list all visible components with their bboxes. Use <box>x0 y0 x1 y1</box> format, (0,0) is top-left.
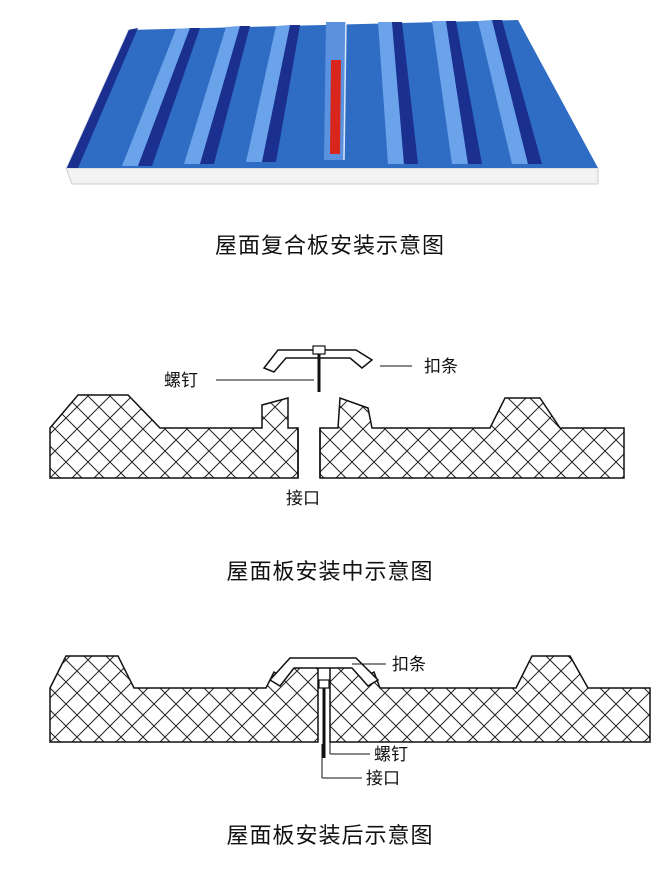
after-install-diagram: 扣条 螺钉 接口 <box>49 655 651 789</box>
joint-label-after: 接口 <box>366 769 400 789</box>
during-install-diagram: 螺钉 扣条 接口 <box>49 345 625 509</box>
caption-panel-3d: 屋面复合板安装示意图 <box>214 234 445 259</box>
caption-during-install: 屋面板安装中示意图 <box>226 560 434 585</box>
left-panel-after <box>49 655 319 743</box>
right-panel-after <box>329 655 651 743</box>
cap-strip-after <box>268 657 380 687</box>
sheet-ribs <box>66 20 542 168</box>
red-seal-strip <box>330 60 341 154</box>
foam-core <box>65 167 599 185</box>
panel-3d-illustration <box>65 20 599 185</box>
right-panel-during <box>319 396 625 479</box>
cap-label-after: 扣条 <box>392 655 426 675</box>
screw-during <box>312 345 326 392</box>
screw-label-during: 螺钉 <box>164 371 198 391</box>
cap-strip-during <box>262 349 374 373</box>
joint-label-during: 接口 <box>286 489 320 509</box>
screw-after <box>318 679 330 758</box>
screw-label-after: 螺钉 <box>374 745 408 765</box>
cap-label-during: 扣条 <box>424 357 458 377</box>
caption-after-install: 屋面板安装后示意图 <box>226 824 434 849</box>
left-panel-during <box>49 394 299 479</box>
